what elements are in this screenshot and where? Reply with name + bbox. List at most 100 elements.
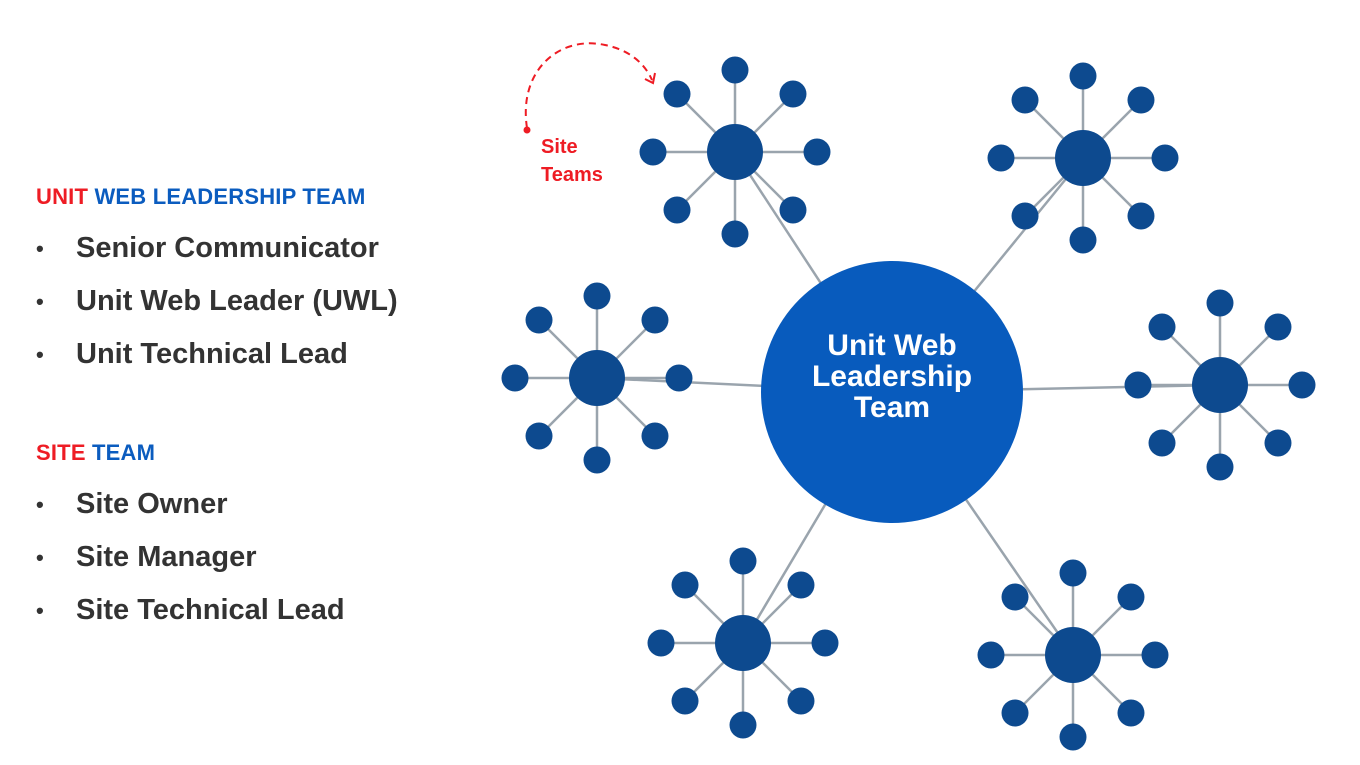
- role-list-item: • Site Technical Lead: [36, 584, 345, 637]
- site-team-member-node: [787, 687, 815, 715]
- bullet-icon: •: [36, 342, 44, 367]
- site-team-member-node: [1059, 559, 1087, 587]
- dashed-arrow-path: [524, 42, 653, 129]
- unit-team-heading: UNIT WEB LEADERSHIP TEAM: [36, 182, 398, 212]
- role-list-item: • Site Manager: [36, 531, 345, 584]
- site-team-heading: SITE TEAM: [36, 438, 345, 468]
- site-team-hub-node: [569, 350, 625, 406]
- site-team-hub-node: [1045, 627, 1101, 683]
- center-label-line: Leadership: [811, 360, 973, 393]
- site-team-member-node: [1127, 202, 1155, 230]
- site-team-member-node: [1069, 62, 1097, 90]
- site-team-member-node: [1264, 313, 1292, 341]
- role-label: Unit Technical Lead: [76, 338, 348, 370]
- bullet-icon: •: [36, 492, 44, 517]
- role-label: Site Owner: [76, 488, 228, 520]
- role-label: Senior Communicator: [76, 232, 379, 264]
- site-team-member-node: [665, 364, 693, 392]
- site-team-member-node: [779, 196, 807, 224]
- unit-web-leadership-legend: UNIT WEB LEADERSHIP TEAM • Senior Communi…: [36, 182, 398, 381]
- site-teams-arrow: [523, 42, 656, 134]
- site-team-member-node: [1069, 226, 1097, 254]
- heading-red-word: UNIT: [36, 184, 89, 209]
- site-team-member-node: [1206, 453, 1234, 481]
- site-team-member-node: [1151, 144, 1179, 172]
- site-team-member-node: [1141, 641, 1169, 669]
- arrowhead-icon: [644, 72, 656, 85]
- site-team-member-node: [721, 56, 749, 84]
- site-team-member-node: [803, 138, 831, 166]
- center-label-line: Team: [853, 391, 931, 424]
- bullet-icon: •: [36, 289, 44, 314]
- site-team-member-node: [671, 687, 699, 715]
- site-team-legend: SITE TEAM • Site Owner • Site Manager • Sit…: [36, 438, 345, 637]
- bullet-icon: •: [36, 598, 44, 623]
- site-team-cluster: [977, 559, 1169, 751]
- bullet-icon: •: [36, 236, 44, 261]
- site-team-member-node: [1001, 583, 1029, 611]
- role-label: Site Manager: [76, 541, 257, 573]
- site-team-member-node: [977, 641, 1005, 669]
- site-team-member-node: [1117, 699, 1145, 727]
- site-team-member-node: [779, 80, 807, 108]
- site-team-member-node: [1011, 86, 1039, 114]
- site-team-member-node: [1148, 429, 1176, 457]
- site-teams-annotation: Site Teams: [541, 133, 603, 189]
- site-team-member-node: [987, 144, 1015, 172]
- site-team-member-node: [641, 422, 669, 450]
- heading-blue-words: TEAM: [92, 440, 156, 465]
- site-team-member-node: [1001, 699, 1029, 727]
- role-list-item: • Site Owner: [36, 478, 345, 531]
- site-team-hub-node: [1055, 130, 1111, 186]
- bullet-icon: •: [36, 545, 44, 570]
- site-team-cluster: [987, 62, 1179, 254]
- site-team-member-node: [641, 306, 669, 334]
- unit-web-leadership-team-circle: [761, 261, 1023, 523]
- site-team-hub-node: [1192, 357, 1248, 413]
- site-team-hub-node: [715, 615, 771, 671]
- site-team-clusters: [501, 56, 1316, 751]
- site-team-member-node: [525, 306, 553, 334]
- site-team-member-node: [583, 446, 611, 474]
- site-team-member-node: [1127, 86, 1155, 114]
- site-team-member-node: [1117, 583, 1145, 611]
- site-team-cluster: [647, 547, 839, 739]
- role-label: Site Technical Lead: [76, 594, 345, 626]
- site-team-member-node: [671, 571, 699, 599]
- site-team-member-node: [787, 571, 815, 599]
- arrow-origin-dot: [523, 126, 531, 134]
- site-team-role-list: • Site Owner • Site Manager • Site Technica…: [36, 478, 345, 637]
- site-team-cluster: [1124, 289, 1316, 481]
- site-team-member-node: [647, 629, 675, 657]
- site-team-member-node: [583, 282, 611, 310]
- heading-red-word: SITE: [36, 440, 86, 465]
- site-team-cluster: [501, 282, 693, 474]
- role-list-item: • Unit Technical Lead: [36, 328, 398, 381]
- site-team-member-node: [1264, 429, 1292, 457]
- site-team-member-node: [1059, 723, 1087, 751]
- role-list-item: • Senior Communicator: [36, 222, 398, 275]
- site-team-member-node: [729, 547, 757, 575]
- annotation-line: Teams: [541, 164, 603, 186]
- role-list-item: •Unit Web Leader (UWL): [36, 275, 398, 328]
- site-team-member-node: [811, 629, 839, 657]
- site-team-hub-node: [707, 124, 763, 180]
- site-team-member-node: [1011, 202, 1039, 230]
- site-team-member-node: [525, 422, 553, 450]
- site-team-member-node: [729, 711, 757, 739]
- site-team-cluster: [639, 56, 831, 248]
- unit-team-role-list: • Senior Communicator •Unit Web Leader (U…: [36, 222, 398, 381]
- site-team-member-node: [663, 196, 691, 224]
- annotation-line: Site: [541, 136, 578, 158]
- site-team-member-node: [1124, 371, 1152, 399]
- site-team-member-node: [1148, 313, 1176, 341]
- site-team-member-node: [1288, 371, 1316, 399]
- site-team-member-node: [501, 364, 529, 392]
- site-team-member-node: [639, 138, 667, 166]
- heading-blue-words: WEB LEADERSHIP TEAM: [94, 184, 366, 209]
- center-label-line: Unit Web: [827, 329, 957, 362]
- site-team-member-node: [663, 80, 691, 108]
- site-team-member-node: [721, 220, 749, 248]
- site-team-member-node: [1206, 289, 1234, 317]
